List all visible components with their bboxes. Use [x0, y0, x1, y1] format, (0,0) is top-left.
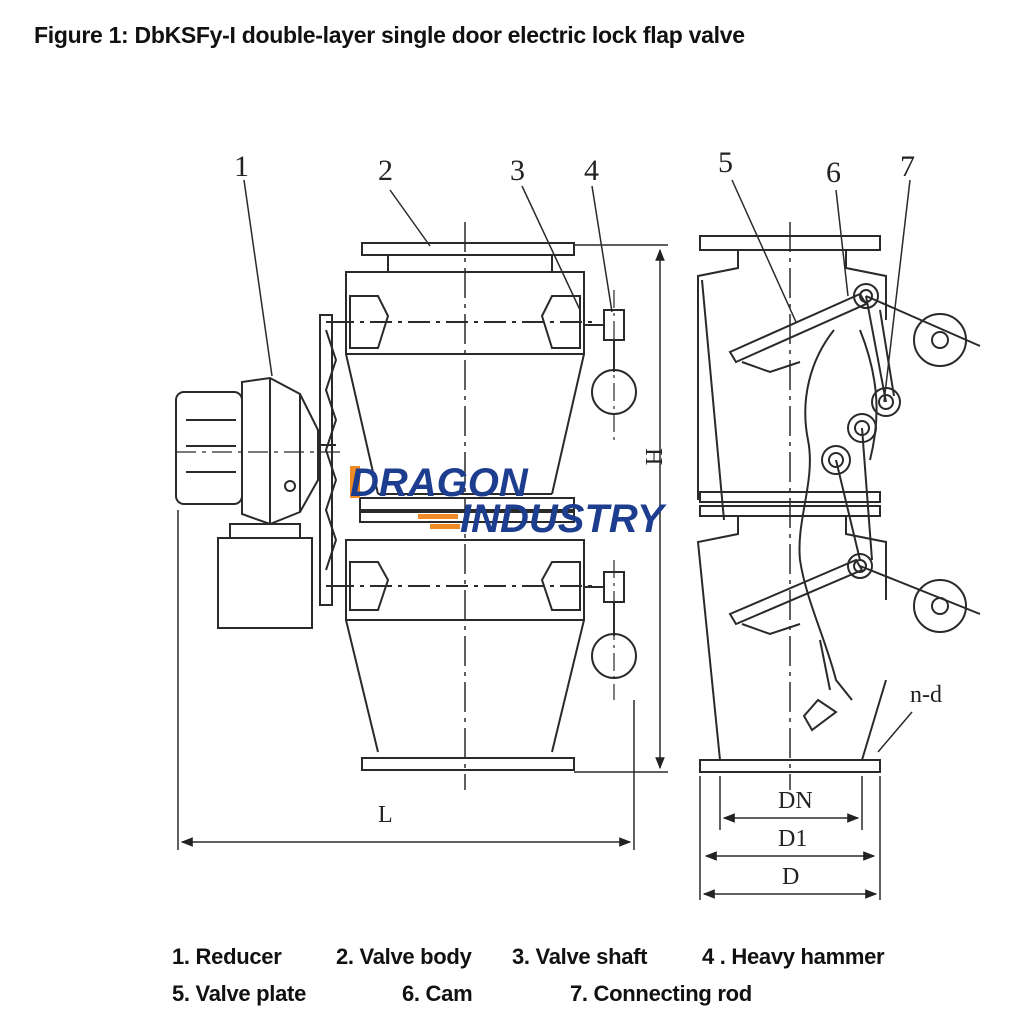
- callout-5: 5: [718, 146, 733, 179]
- dimension-lines: [177, 244, 881, 900]
- callout-1: 1: [234, 150, 249, 183]
- callout-3: 3: [510, 154, 525, 187]
- leader-lines: [243, 179, 913, 753]
- dim-label-nd: n-d: [910, 682, 942, 708]
- callout-6: 6: [826, 156, 841, 189]
- legend-item-cam: 6. Cam: [402, 981, 473, 1006]
- callout-2: 2: [378, 154, 393, 187]
- legend-item-connecting-rod: 7. Connecting rod: [570, 981, 752, 1006]
- legend-item-heavy-hammer: 4 . Heavy hammer: [702, 944, 885, 969]
- callout-7: 7: [900, 150, 915, 183]
- dim-label-l: L: [378, 802, 393, 828]
- dim-label-h: H: [640, 448, 666, 465]
- dim-label-d: D: [782, 864, 799, 890]
- side-section-view: [696, 222, 981, 790]
- figure-title: Figure 1: DbKSFy-I double-layer single d…: [34, 22, 745, 48]
- legend-item-valve-shaft: 3. Valve shaft: [512, 944, 648, 969]
- watermark-logo: DRAGON INDUSTRY: [350, 461, 667, 541]
- legend-item-valve-body: 2. Valve body: [336, 944, 472, 969]
- callout-4: 4: [584, 154, 599, 187]
- front-view: [175, 222, 637, 790]
- watermark-line1: DRAGON: [350, 461, 529, 505]
- legend-item-valve-plate: 5. Valve plate: [172, 981, 306, 1006]
- dim-label-dn: DN: [778, 788, 813, 814]
- watermark-line2: INDUSTRY: [460, 497, 667, 541]
- dim-label-d1: D1: [778, 826, 807, 852]
- legend-item-reducer: 1. Reducer: [172, 944, 282, 969]
